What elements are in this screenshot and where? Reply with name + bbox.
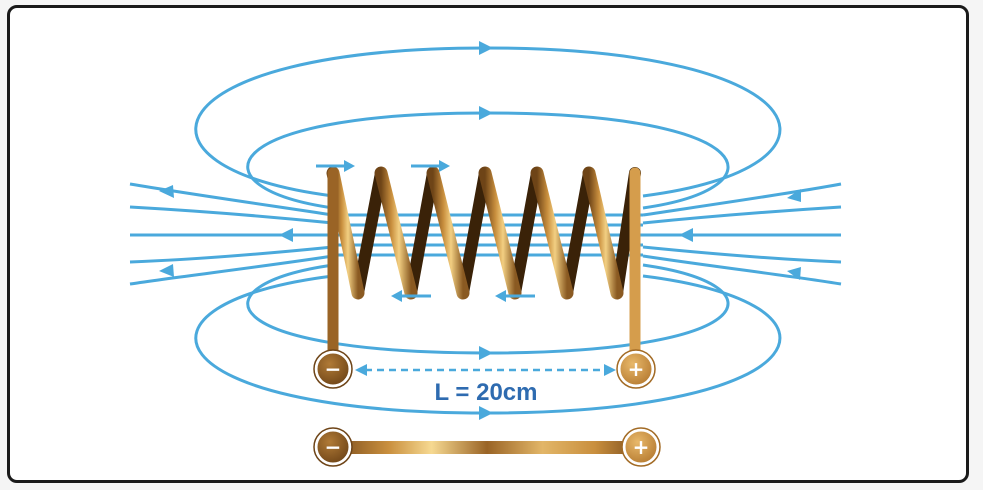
arrow-icon bbox=[787, 267, 801, 280]
negative-terminal: − bbox=[313, 349, 353, 389]
arrow-icon bbox=[479, 41, 493, 55]
straight-wire-bar bbox=[333, 441, 641, 454]
coil-front-segment bbox=[478, 166, 522, 300]
straight-wire-positive-terminal: + bbox=[621, 427, 661, 467]
current-arrow-icon bbox=[391, 290, 431, 302]
coil-front-segment bbox=[530, 166, 574, 300]
coil-back-segment bbox=[561, 167, 595, 299]
current-arrow-icon bbox=[495, 290, 535, 302]
arrow-icon bbox=[787, 189, 801, 202]
straight-wire-negative-sign: − bbox=[325, 435, 342, 459]
arrow-icon bbox=[355, 364, 367, 376]
arrow-icon bbox=[604, 364, 616, 376]
plus-terminal-icon bbox=[617, 350, 655, 388]
coil-front-segment bbox=[426, 166, 470, 300]
arrow-icon bbox=[159, 185, 174, 198]
straight-wire: − + bbox=[313, 427, 661, 467]
minus-terminal-icon bbox=[314, 428, 352, 466]
arrow-icon bbox=[679, 228, 693, 242]
coil-back-segment bbox=[457, 167, 491, 299]
arrow-icon bbox=[479, 406, 493, 420]
coil-back-segment bbox=[509, 167, 543, 299]
arrow-icon bbox=[159, 264, 174, 277]
solenoid-coil bbox=[326, 166, 641, 364]
right-fan-line-1 bbox=[642, 182, 842, 217]
current-arrow-icon bbox=[316, 160, 355, 172]
solenoid-diagram: L = 20cm − + − + bbox=[129, 41, 842, 467]
positive-terminal: + bbox=[616, 349, 656, 389]
right-fan-line-4 bbox=[642, 245, 842, 264]
coil-front-segment bbox=[374, 166, 418, 300]
minus-terminal-icon bbox=[314, 350, 352, 388]
left-fan-line-5 bbox=[129, 254, 334, 286]
right-fan-line-2 bbox=[642, 205, 842, 225]
negative-terminal-sign: − bbox=[325, 357, 342, 381]
plus-terminal-icon bbox=[622, 428, 660, 466]
right-fan-line-5 bbox=[642, 254, 842, 286]
core-field-lines bbox=[129, 182, 842, 286]
straight-wire-positive-sign: + bbox=[633, 435, 650, 459]
diagram-frame: L = 20cm − + − + bbox=[7, 5, 969, 483]
length-label: L = 20cm bbox=[435, 379, 538, 406]
left-fan-line-2 bbox=[129, 205, 334, 225]
coil-front-segment bbox=[582, 166, 624, 300]
field-arrows bbox=[159, 41, 801, 420]
length-dimension: L = 20cm bbox=[355, 364, 616, 406]
arrow-icon bbox=[479, 346, 493, 360]
coil-back-segment bbox=[405, 167, 439, 299]
left-fan-line-1 bbox=[129, 182, 334, 217]
straight-wire-negative-terminal: − bbox=[313, 427, 353, 467]
current-arrows bbox=[316, 160, 535, 302]
arrow-icon bbox=[279, 228, 293, 242]
left-fan-line-4 bbox=[129, 245, 334, 264]
positive-terminal-sign: + bbox=[628, 357, 645, 381]
arrow-icon bbox=[479, 106, 493, 120]
coil-back-segment bbox=[352, 167, 387, 299]
current-arrow-icon bbox=[411, 160, 450, 172]
